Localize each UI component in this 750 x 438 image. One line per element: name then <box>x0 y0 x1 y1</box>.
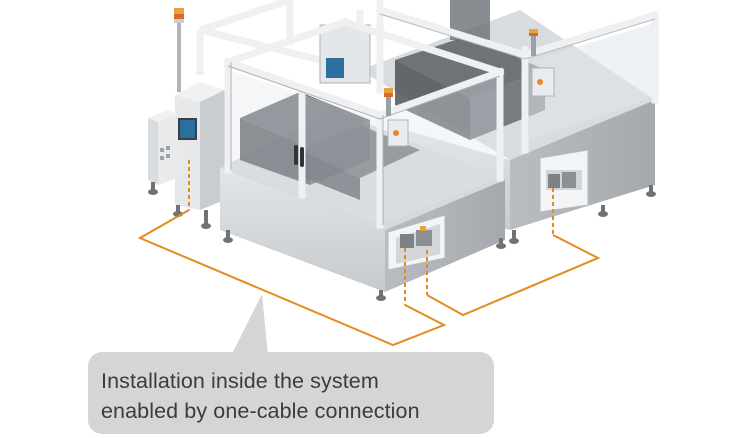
callout-box: Installation inside the system enabled b… <box>88 352 494 434</box>
control-cabinet <box>148 8 225 229</box>
signal-tower-icon <box>174 8 184 92</box>
handle-icon <box>294 145 304 167</box>
middle-frame <box>196 0 371 84</box>
front-machine <box>220 17 506 301</box>
back-machine <box>360 0 660 244</box>
callout-pointer <box>232 294 268 356</box>
signal-tower-icon <box>384 88 393 116</box>
controller-module-icon <box>400 226 432 248</box>
controller-module-icon <box>548 172 576 188</box>
signal-tower-icon <box>529 29 538 56</box>
callout-line-2: enabled by one-cable connection <box>101 399 420 423</box>
touch-panel-icon <box>178 118 197 140</box>
callout-line-1: Installation inside the system <box>101 369 379 393</box>
cable-route <box>137 160 601 347</box>
